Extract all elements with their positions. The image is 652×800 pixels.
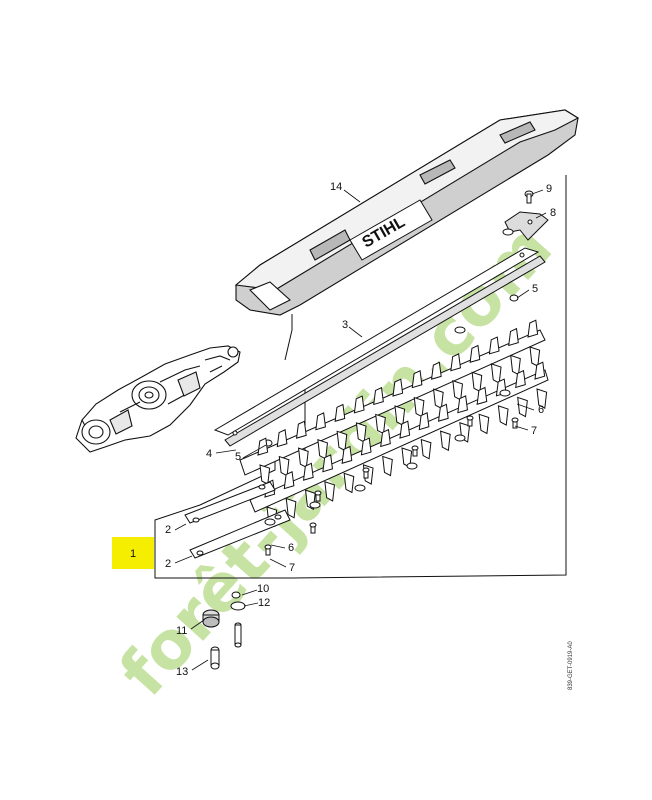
screw (309, 522, 317, 534)
blade-tooth (334, 403, 346, 422)
leader-lines (174, 189, 547, 671)
blade-tooth (529, 346, 541, 367)
callout-13[interactable]: 13 (176, 666, 188, 678)
callout-5a[interactable]: 5 (532, 283, 538, 295)
blade-tooth (302, 462, 314, 481)
screw (511, 417, 519, 429)
callout-1[interactable]: 1 (130, 548, 136, 560)
blade-tooth (469, 344, 481, 363)
blade-scabbard: STIHL (234, 109, 580, 316)
blade-tooth (510, 354, 521, 376)
blade-tooth (341, 445, 353, 464)
blade-tooth (343, 472, 355, 494)
blade-tooth (392, 378, 404, 397)
blade-tooth (373, 386, 384, 406)
blade-tooth (380, 428, 391, 448)
callout-2a[interactable]: 2 (165, 524, 171, 536)
screw (362, 467, 370, 479)
blade-tooth (476, 386, 488, 405)
washer (309, 501, 321, 509)
blade-tooth (488, 336, 500, 355)
washer (354, 484, 366, 492)
callout-14[interactable]: 14 (330, 181, 342, 193)
washer (264, 518, 276, 526)
blade-tooth (276, 429, 288, 448)
washer (406, 462, 418, 470)
drawing-code: 839-GET-0919-A0 (568, 641, 574, 690)
blade-tooth (432, 388, 444, 410)
blade-tooth (315, 412, 327, 431)
callout-8[interactable]: 8 (550, 207, 556, 219)
callout-4[interactable]: 4 (206, 448, 212, 460)
blade-tooth (278, 455, 290, 477)
blade-tooth (490, 363, 502, 384)
screw-9 (524, 190, 534, 204)
washers-and-screws (264, 228, 519, 556)
washer (454, 434, 466, 442)
callout-6a[interactable]: 6 (538, 404, 544, 416)
bolt-13 (210, 646, 220, 670)
callouts: 1 2 2 3 4 5 5 6 6 7 7 8 9 10 11 12 13 14 (130, 181, 556, 678)
nut-11 (202, 609, 220, 628)
blade-tooth (418, 412, 430, 431)
blade-tooth (399, 420, 411, 439)
blade-tooth (437, 403, 449, 422)
blade-tooth (355, 422, 367, 443)
blade-tooth (411, 370, 423, 389)
blade-tooth (375, 413, 386, 435)
blade-tooth (536, 388, 548, 409)
callout-5b[interactable]: 5 (235, 451, 241, 463)
blade-tooth (534, 361, 546, 380)
blade-tooth (297, 447, 309, 469)
blade-tooth (285, 497, 297, 519)
callout-9[interactable]: 9 (546, 183, 552, 195)
callout-12[interactable]: 12 (258, 597, 270, 609)
gearbox-housing (75, 345, 241, 453)
blade-tooth (497, 405, 509, 426)
screw (466, 415, 474, 427)
callout-3[interactable]: 3 (342, 319, 348, 331)
blade-tooth (413, 396, 425, 418)
screw (314, 490, 322, 502)
guide-bar (213, 247, 546, 447)
blade-tooth (517, 396, 528, 418)
blade-tooth (317, 438, 328, 460)
blade-tooth (360, 437, 372, 456)
callout-11[interactable]: 11 (176, 625, 187, 637)
blade-tooth (478, 413, 490, 435)
washer (502, 228, 514, 236)
blade-tooth (394, 405, 406, 426)
screw (264, 544, 272, 556)
blade-tooth (336, 430, 348, 452)
blade-tooth (515, 369, 526, 389)
screw (411, 445, 419, 457)
blade-tooth (295, 420, 307, 439)
blade-tooth (508, 327, 519, 347)
blade-tooth (457, 395, 469, 414)
callout-6b[interactable]: 6 (288, 542, 294, 554)
callout-7a[interactable]: 7 (531, 425, 537, 437)
callout-7b[interactable]: 7 (289, 562, 295, 574)
washer (499, 389, 511, 397)
bolt-12 (234, 622, 242, 648)
highlight-box-part-1[interactable] (112, 537, 154, 569)
callout-10[interactable]: 10 (257, 583, 269, 595)
callout-2b[interactable]: 2 (165, 558, 171, 570)
blade-tooth (420, 438, 432, 460)
blade-tooth (450, 353, 462, 372)
blade-tooth (382, 455, 393, 477)
blade-tooth (324, 480, 335, 502)
blade-tooth (283, 471, 295, 490)
blade-tooth (452, 379, 463, 401)
blade-tooth (259, 464, 271, 485)
blade-tooth (353, 395, 365, 414)
washer (454, 326, 466, 334)
blade-tooth (471, 371, 483, 393)
blade-tooth (322, 454, 334, 473)
blade-tooth (527, 319, 539, 338)
blade-tooth (439, 430, 451, 452)
blade-tooth (430, 361, 442, 380)
bottom-fasteners (202, 591, 246, 670)
